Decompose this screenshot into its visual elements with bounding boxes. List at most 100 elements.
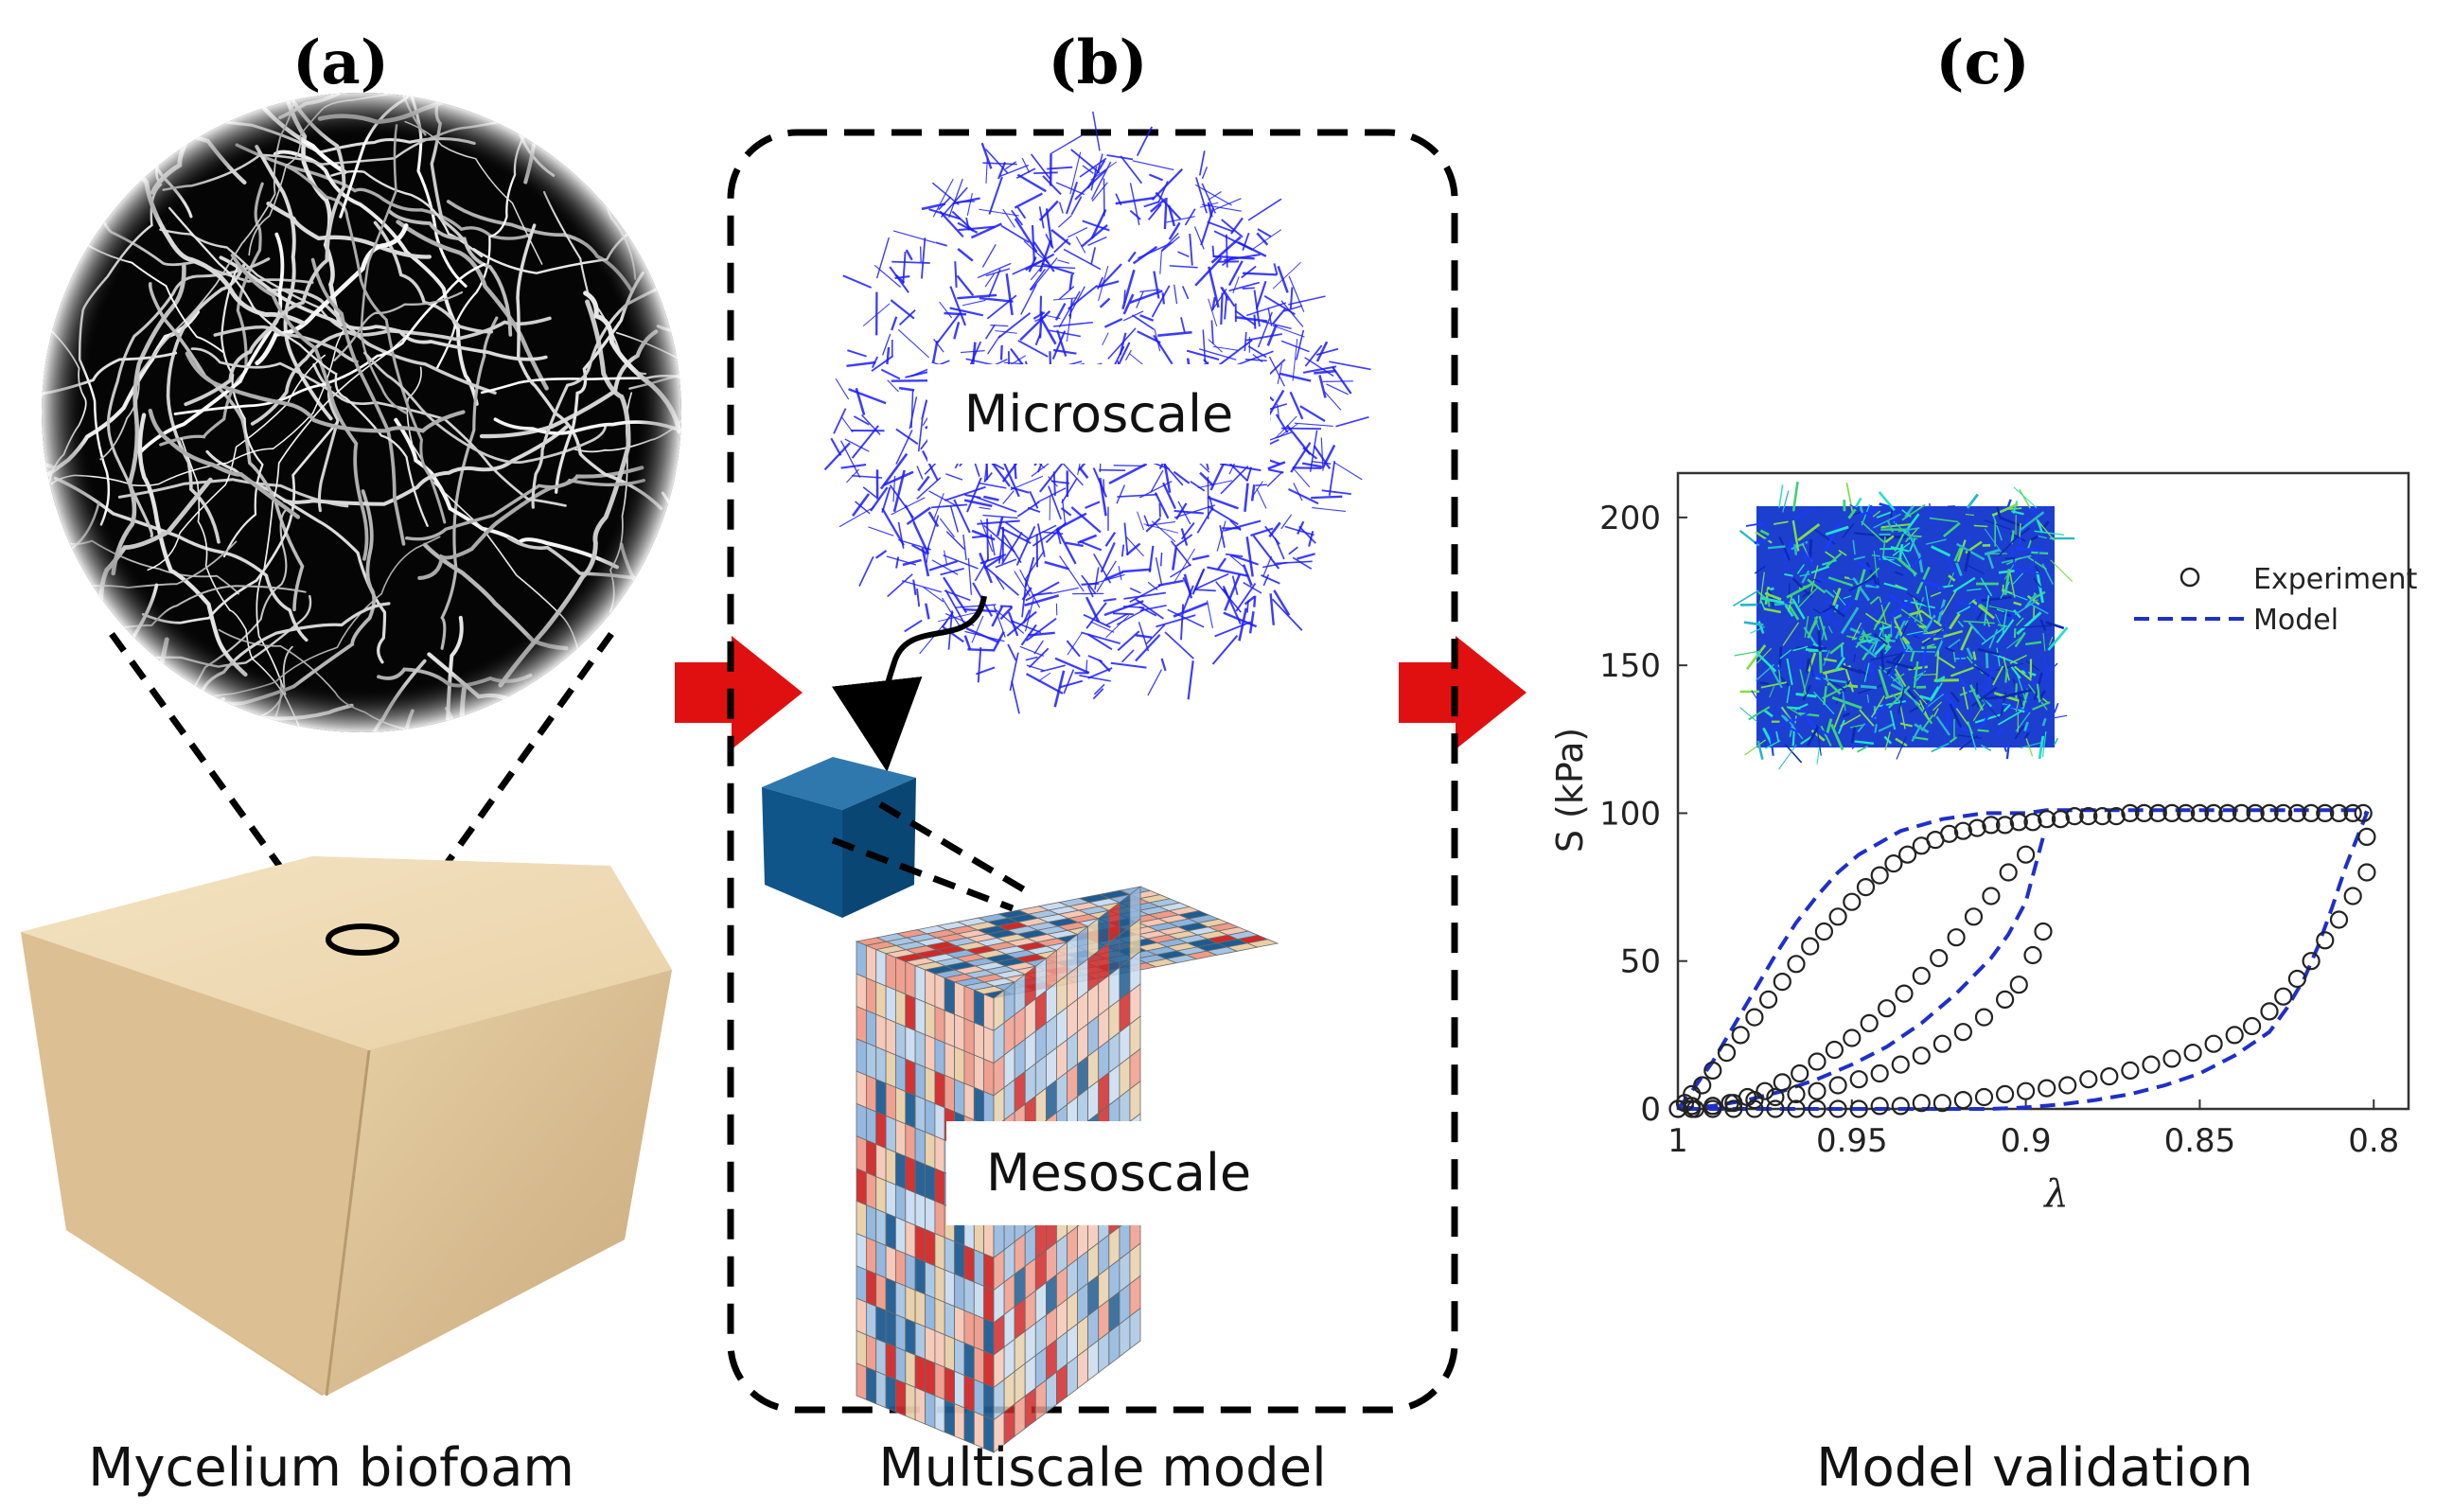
hypha-fiber [668,166,681,191]
network-fiber [887,379,899,393]
network-fiber [1268,403,1288,411]
voxel-cell [875,1240,887,1279]
experiment-point [1773,1073,1791,1092]
inset-fiber [1959,734,1979,751]
inset-fiber [1931,545,1951,557]
voxel-cell [954,1046,965,1084]
voxel-cell [925,1164,936,1202]
experiment-point [1683,1097,1702,1116]
inset-fiber [1960,625,1973,651]
network-fiber [898,309,916,325]
network-fiber [1090,247,1097,265]
network-fiber [874,550,888,559]
inset-fiber [1997,624,2007,627]
voxel-cell [925,1391,936,1429]
inset-fiber [1897,645,1908,656]
network-fiber [1003,535,1022,564]
inset-fiber [1754,565,1766,574]
network-fiber [1280,340,1310,353]
inset-fiber [1759,571,1765,604]
network-fiber [1050,134,1083,155]
network-fiber [1157,579,1184,587]
inset-fiber [1952,651,1956,662]
network-fiber [1067,227,1088,238]
network-fiber [1172,547,1178,571]
network-fiber [1210,236,1242,264]
inset-fiber [2043,656,2052,688]
inset-fiber [1884,731,1891,750]
inset-fiber [2033,577,2042,589]
network-fiber [1028,256,1037,273]
network-fiber [1007,643,1017,661]
network-fiber [1096,280,1120,289]
inset-fiber [1966,493,1979,509]
network-fiber [1189,233,1193,266]
network-fiber [1248,611,1255,634]
voxel-cell [983,1221,995,1258]
inset-fiber [1852,577,1871,602]
voxel-cell [885,1017,896,1056]
voxel-cell [944,1301,955,1340]
network-fiber [1183,573,1193,599]
network-fiber [944,589,965,624]
hypha-fiber [564,642,650,732]
inset-fiber [1895,618,1907,640]
experiment-point [1932,1034,1951,1053]
network-fiber [1056,329,1068,357]
network-fiber [891,316,898,331]
inset-fiber [1849,504,1858,509]
inset-fiber [1896,736,1907,760]
network-fiber [1256,487,1267,509]
network-fiber [1155,191,1182,220]
inset-fiber [2000,581,2010,599]
inset-fiber [1890,510,1894,519]
network-fiber [1235,315,1268,323]
experiment-point [1940,824,1959,843]
network-fiber [852,493,871,517]
network-fiber [996,516,1004,536]
inset-fiber [2018,527,2031,537]
network-fiber [1288,295,1326,306]
network-fiber [1296,329,1305,360]
inset-fiber [2021,594,2047,614]
inset-fiber [1805,648,1819,652]
sample-location-marker [326,923,399,956]
inset-fiber [1909,536,1916,552]
inset-fiber [1916,635,1944,639]
network-fiber [1116,342,1131,368]
inset-fiber [2038,735,2045,760]
network-fiber [1321,444,1336,469]
network-fiber [999,344,1003,360]
network-fiber [1059,555,1085,592]
network-fiber [971,529,996,541]
network-fiber [1177,501,1191,525]
inset-fiber [1986,552,1995,570]
inset-fiber [1788,726,1800,733]
network-fiber [895,556,900,569]
inset-fiber [1911,724,1922,742]
network-fiber [1253,314,1257,329]
inset-fiber [1818,651,1823,674]
inset-fiber [2021,624,2053,628]
network-fiber [1077,534,1098,545]
inset-fiber [1963,620,1995,624]
experiment-point [2204,1034,2223,1053]
inset-fiber [1965,563,1985,575]
inset-fiber [1778,744,1797,770]
network-fiber [1227,260,1244,287]
network-fiber [1082,165,1094,174]
network-fiber [939,518,955,537]
network-fiber [1083,613,1111,628]
network-fiber [1030,153,1051,180]
voxel-cell [914,1257,926,1295]
network-fiber [921,399,928,420]
inset-fiber [1884,633,1892,651]
inset-fiber [1826,718,1833,734]
experiment-point [1860,1013,1879,1033]
network-fiber [1053,238,1069,254]
network-fiber [1194,589,1216,592]
experiment-point [2302,803,2321,823]
inset-fiber [1891,613,1896,635]
network-fiber [1020,284,1037,315]
inset-fiber [2042,633,2046,652]
